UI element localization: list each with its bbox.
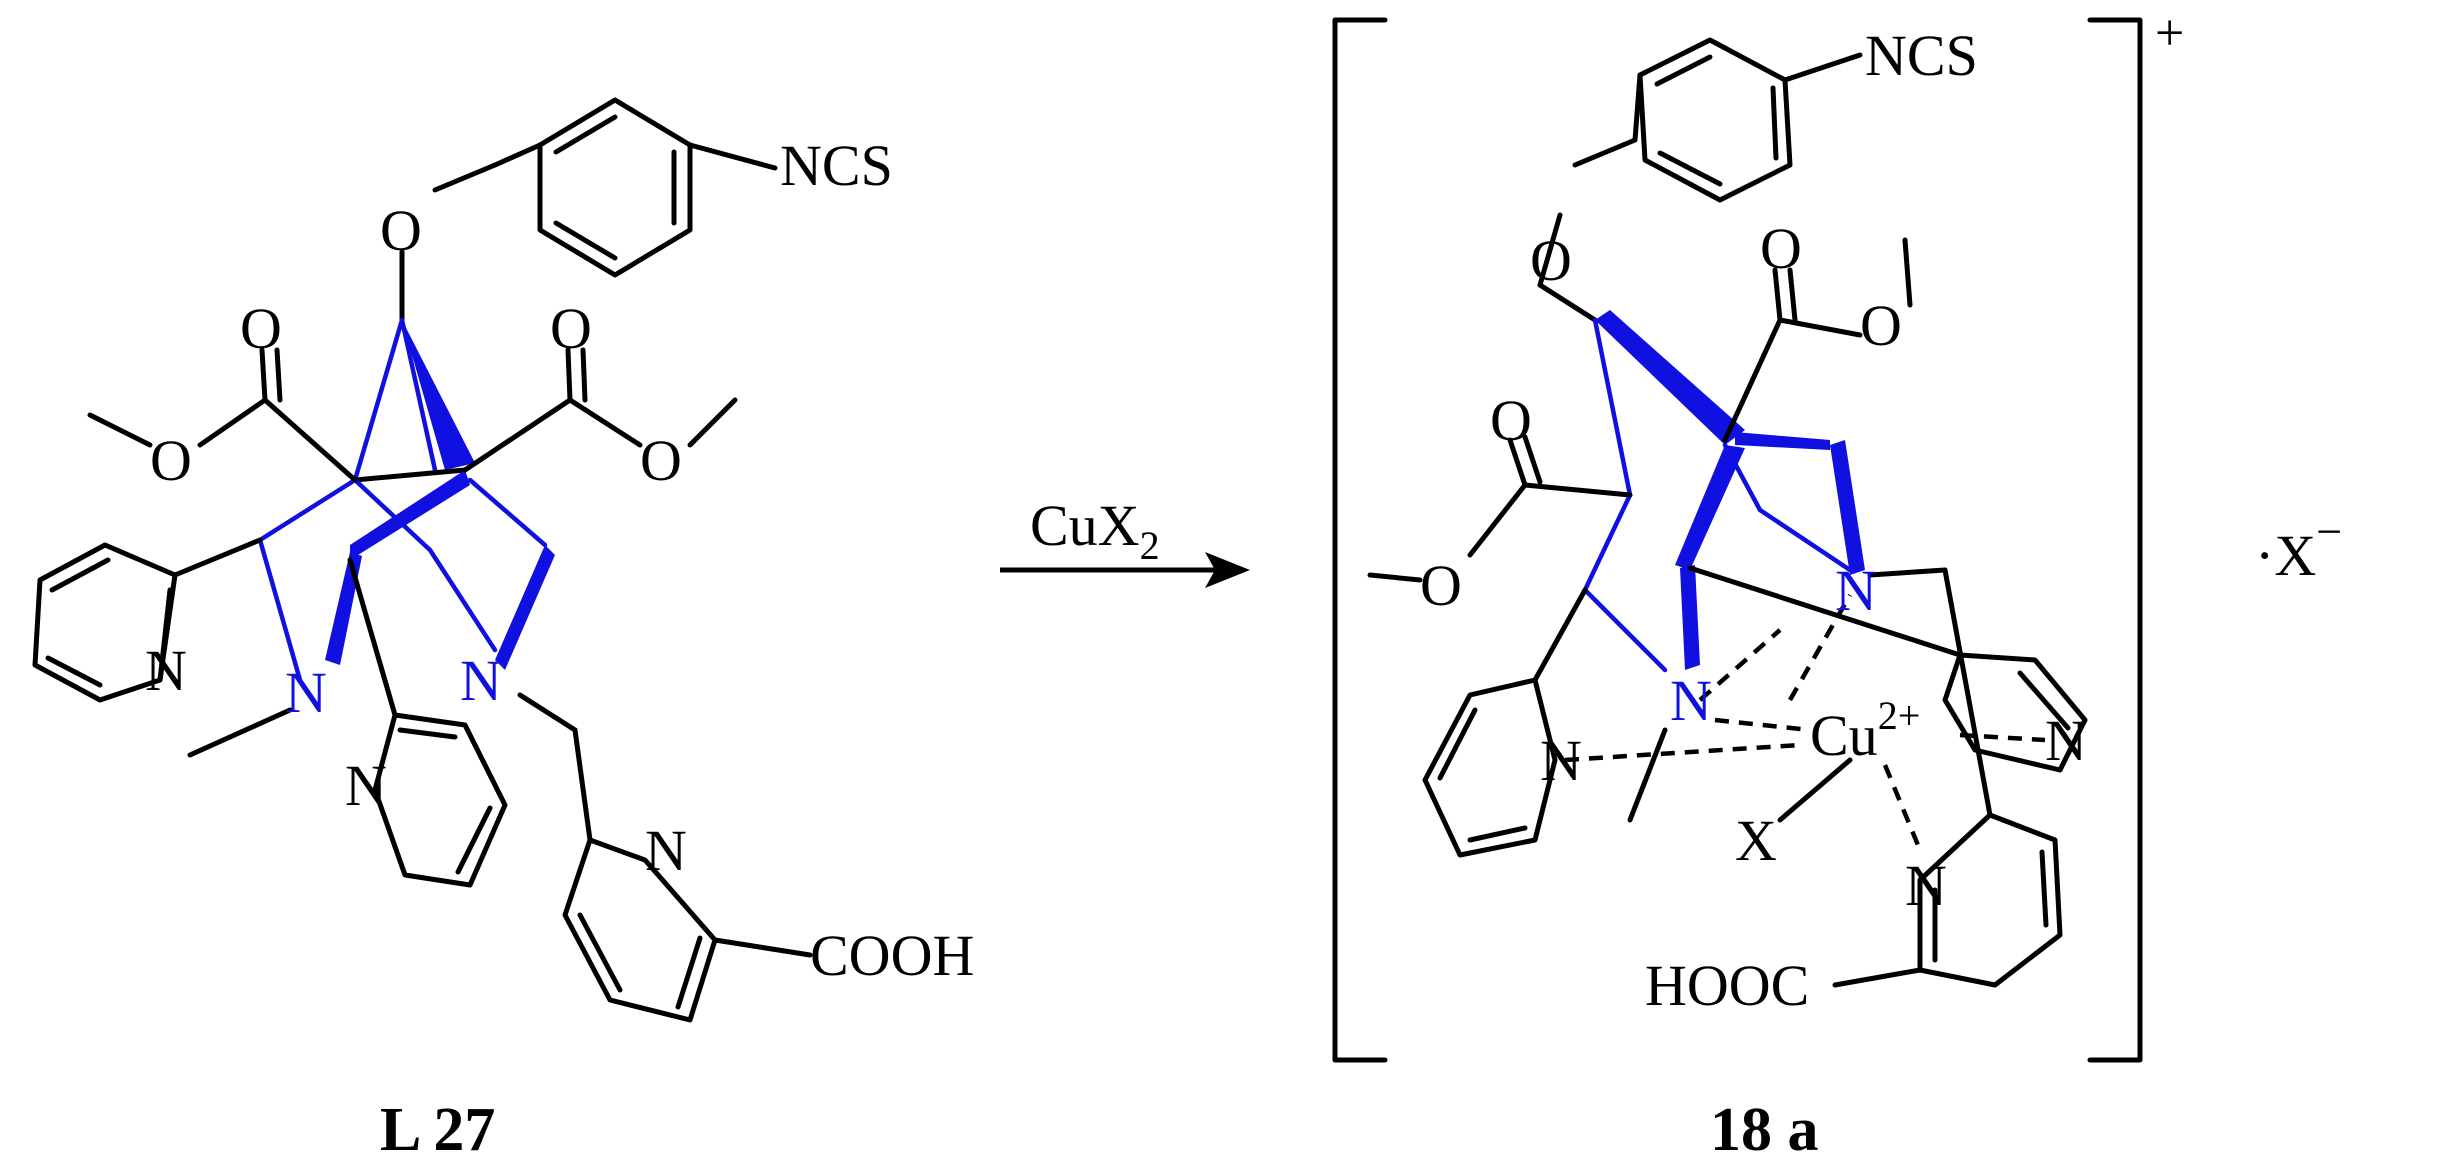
- product-picolinate-ring: [1917, 812, 2063, 988]
- reactant-ether-o: O: [380, 198, 422, 263]
- product-complex-charge: +: [2155, 5, 2184, 62]
- product-pyridine-right-n: N: [2045, 708, 2087, 773]
- product-amine-n-top: N: [1835, 558, 1877, 623]
- product-pyridine-left: [1422, 677, 1558, 858]
- reactant-benzene-ring: [537, 97, 693, 278]
- reactant-pyridine-mid: [372, 712, 508, 888]
- product-ester-top-o2: O: [1860, 293, 1902, 358]
- product-ncs-label: NCS: [1865, 23, 1978, 88]
- reactant-pyridine-left-n: N: [145, 638, 187, 703]
- reactant-ncs-bond: [687, 142, 778, 171]
- reactant-wedge-bond: [402, 320, 475, 470]
- product-halide-x: X: [1735, 808, 1777, 873]
- product-brackets: [1332, 17, 2143, 1063]
- reactant-structure: [32, 97, 813, 1023]
- product-pyridine-right: [1942, 652, 2088, 773]
- product-pyridine-left-n: N: [1540, 728, 1582, 793]
- product-ether-o: O: [1530, 228, 1572, 293]
- reactant-amine-n1: N: [285, 660, 327, 725]
- reactant-ncs-label: NCS: [780, 133, 893, 198]
- reactant-cooh-label: COOH: [810, 923, 974, 988]
- reactant-ester-right-o1: O: [550, 296, 592, 361]
- product-amine-n-mid: N: [1670, 668, 1712, 733]
- product-wedge-bond: [1595, 310, 1745, 445]
- product-hooc-label: HOOC: [1645, 953, 1809, 1018]
- reactant-compound-label: L 27: [380, 1096, 495, 1164]
- product-ester-top-o1: O: [1760, 216, 1802, 281]
- reactant-pyridine-mid-n: N: [345, 753, 387, 818]
- product-ester-left-o1: O: [1490, 388, 1532, 453]
- reactant-ester-left-o2: O: [150, 428, 192, 493]
- product-copper-center: Cu2+: [1810, 693, 1920, 768]
- reactant-amine-n2: N: [460, 648, 502, 713]
- reactant-picolinate-ring: [562, 837, 718, 1023]
- product-counterion: ·X−: [2255, 506, 2342, 588]
- reactant-picolinate-n: N: [645, 818, 687, 883]
- coord-bond-n-top: [1788, 593, 1852, 702]
- reactant-ester-right-o2: O: [640, 428, 682, 493]
- reactant-ester-left-o1: O: [240, 296, 282, 361]
- product-benzene-ring: [1637, 37, 1793, 203]
- product-picolinate-n: N: [1905, 853, 1947, 918]
- reagent-label: CuX2: [1030, 493, 1160, 568]
- reaction-arrow: [1000, 552, 1250, 588]
- product-ester-left-o2: O: [1420, 553, 1462, 618]
- product-structure: [1367, 37, 2088, 988]
- product-compound-label: 18 a: [1710, 1096, 1819, 1164]
